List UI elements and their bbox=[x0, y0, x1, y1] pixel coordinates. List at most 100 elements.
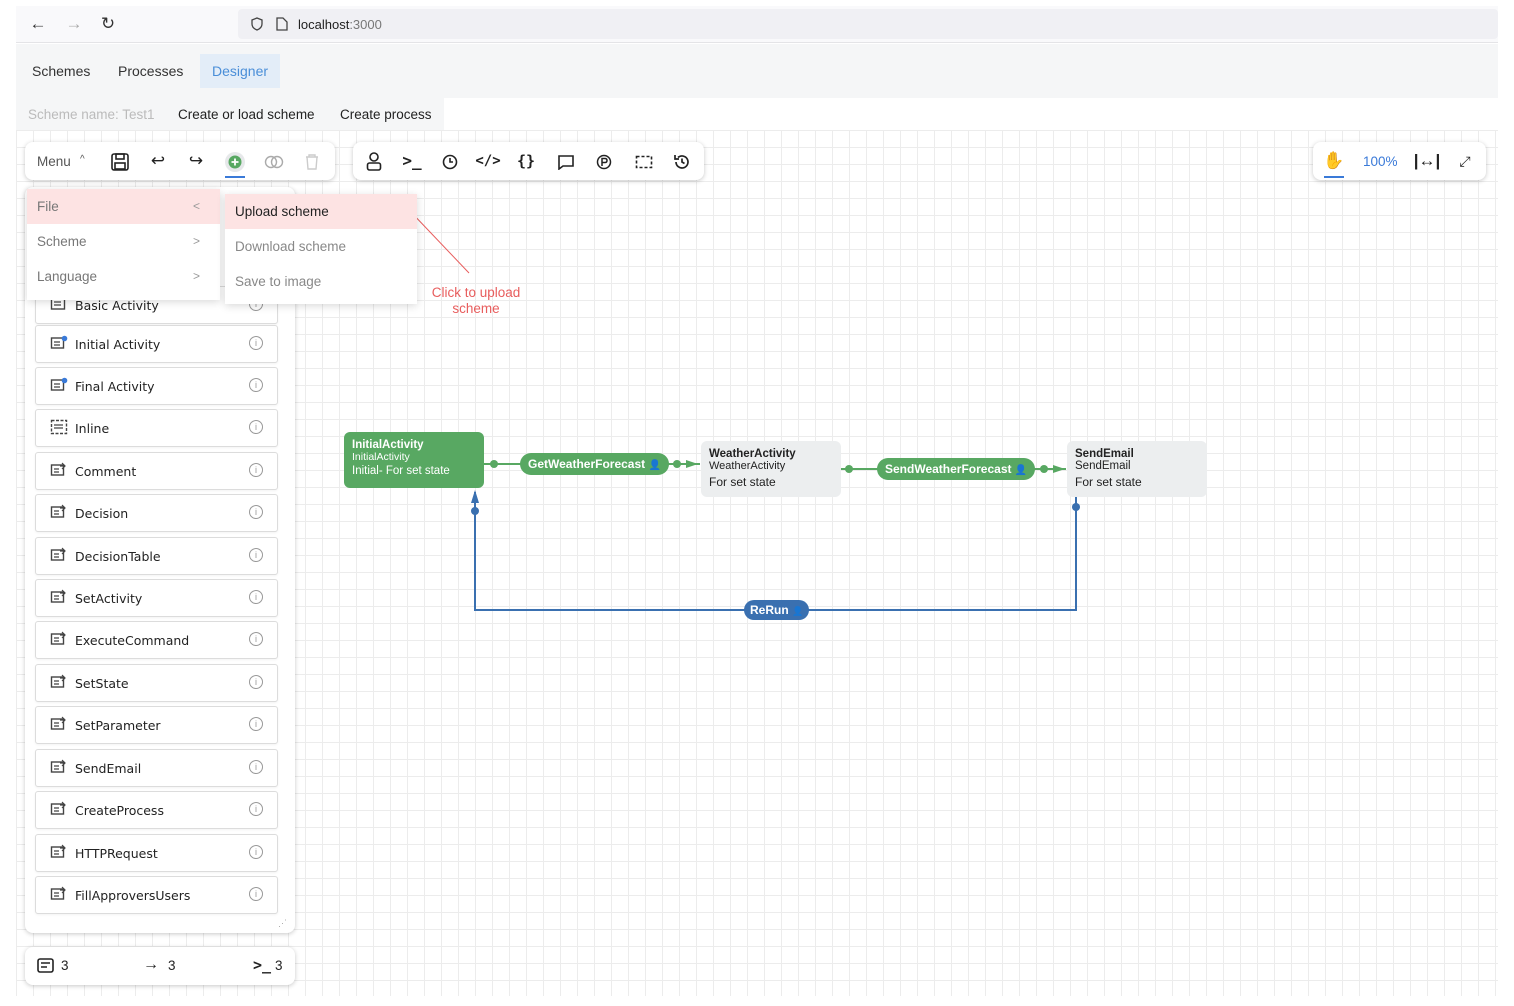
code-activity-icon bbox=[50, 844, 66, 858]
upload-scheme-item[interactable]: Upload scheme bbox=[225, 194, 417, 229]
info-icon[interactable]: i bbox=[249, 463, 263, 477]
activity-initial[interactable]: InitialActivity InitialActivity Initial-… bbox=[344, 432, 484, 488]
url-bar[interactable]: localhost:3000 bbox=[238, 9, 1498, 39]
save-icon[interactable] bbox=[105, 142, 135, 180]
connector-dot bbox=[1040, 465, 1048, 473]
undo-icon[interactable]: ↩ bbox=[150, 151, 166, 170]
activity-count-icon bbox=[37, 958, 54, 973]
history-icon[interactable] bbox=[667, 142, 697, 180]
menu-item-scheme[interactable]: Scheme> bbox=[27, 224, 220, 259]
info-icon[interactable]: i bbox=[249, 760, 263, 774]
chevron-up-icon: ^ bbox=[80, 154, 85, 165]
code-activity-icon bbox=[50, 759, 66, 773]
active-indicator bbox=[1324, 176, 1344, 178]
info-icon[interactable]: i bbox=[249, 845, 263, 859]
scheme-name-field[interactable]: Scheme name: Test1 bbox=[28, 107, 155, 122]
chevron-right-icon: > bbox=[192, 269, 200, 283]
zoom-level[interactable]: 100% bbox=[1363, 154, 1398, 169]
info-icon[interactable]: i bbox=[249, 420, 263, 434]
redo-icon[interactable]: ↪ bbox=[188, 151, 204, 170]
info-icon[interactable]: i bbox=[249, 336, 263, 350]
create-or-load-scheme-button[interactable]: Create or load scheme bbox=[178, 107, 315, 122]
activity-state: SendEmail bbox=[1075, 460, 1131, 472]
info-icon[interactable]: i bbox=[249, 505, 263, 519]
shield-icon bbox=[251, 17, 263, 31]
chevron-left-icon: < bbox=[192, 199, 200, 213]
forward-icon[interactable]: → bbox=[65, 14, 83, 33]
info-icon[interactable]: i bbox=[249, 548, 263, 562]
comment-icon[interactable] bbox=[551, 142, 581, 180]
back-icon[interactable]: ← bbox=[29, 14, 47, 33]
url-text: localhost:3000 bbox=[298, 17, 382, 32]
connector-dot bbox=[471, 507, 479, 515]
activity-sendemail[interactable]: SendEmail SendEmail For set state bbox=[1067, 441, 1207, 497]
info-icon[interactable]: i bbox=[249, 590, 263, 604]
toggle-icon[interactable] bbox=[259, 142, 289, 180]
menu-item-file[interactable]: File< bbox=[27, 189, 220, 224]
main-toolbar: Menu ^ ↩ ↪ bbox=[25, 142, 335, 180]
nav-tab-schemes[interactable]: Schemes bbox=[32, 63, 91, 79]
reload-icon[interactable]: ↻ bbox=[100, 14, 116, 33]
activity-name: WeatherActivity bbox=[709, 448, 796, 460]
app-nav: Schemes Processes Designer bbox=[16, 44, 1498, 98]
info-icon[interactable]: i bbox=[249, 717, 263, 731]
transition-label[interactable]: GetWeatherForecast 👤 bbox=[520, 453, 669, 475]
nav-tab-processes[interactable]: Processes bbox=[118, 63, 184, 79]
parameter-p-icon[interactable] bbox=[589, 142, 619, 180]
info-icon[interactable]: i bbox=[249, 887, 263, 901]
view-toolbar: ✋ 100% |↔| ⤢ bbox=[1313, 142, 1486, 180]
transition-label[interactable]: SendWeatherForecast 👤 bbox=[877, 458, 1036, 480]
fit-width-icon[interactable]: |↔| bbox=[1413, 151, 1441, 170]
code-actions-icon[interactable]: </> bbox=[475, 153, 501, 169]
create-process-button[interactable]: Create process bbox=[340, 107, 432, 122]
connector-dot bbox=[845, 465, 853, 473]
activity-note: For set state bbox=[1075, 475, 1142, 489]
parameters-icon[interactable]: {} bbox=[516, 152, 536, 170]
activity-note: For set state bbox=[709, 475, 776, 489]
scheme-bar: Scheme name: Test1 Create or load scheme… bbox=[16, 98, 444, 130]
download-scheme-item[interactable]: Download scheme bbox=[235, 239, 347, 254]
nav-tab-designer[interactable]: Designer bbox=[200, 54, 281, 88]
activity-count: 3 bbox=[61, 958, 69, 973]
info-icon[interactable]: i bbox=[249, 802, 263, 816]
pan-hand-icon[interactable]: ✋ bbox=[1323, 151, 1345, 170]
actor-icon[interactable] bbox=[359, 142, 389, 180]
save-to-image-item[interactable]: Save to image bbox=[235, 274, 322, 289]
activity-note: Initial- For set state bbox=[352, 465, 450, 477]
delete-icon[interactable] bbox=[297, 142, 327, 180]
command-count-icon: >_ bbox=[253, 956, 272, 974]
code-activity-icon bbox=[50, 547, 66, 561]
menu-item-language[interactable]: Language> bbox=[27, 259, 220, 294]
fullscreen-icon[interactable]: ⤢ bbox=[1459, 153, 1471, 169]
resize-handle[interactable]: ⋰ bbox=[278, 918, 287, 928]
add-icon[interactable] bbox=[220, 142, 250, 180]
transition-label[interactable]: ReRun 👤 bbox=[744, 600, 810, 620]
code-activity-icon bbox=[50, 886, 66, 900]
inline-icon bbox=[50, 419, 68, 435]
command-icon[interactable]: >_ bbox=[402, 151, 422, 170]
selection-area-icon[interactable] bbox=[629, 142, 659, 180]
info-icon[interactable]: i bbox=[249, 632, 263, 646]
elements-toolbar: >_ </> {} bbox=[353, 142, 704, 180]
info-icon[interactable]: i bbox=[249, 675, 263, 689]
timer-icon[interactable] bbox=[435, 142, 465, 180]
info-icon[interactable]: i bbox=[249, 378, 263, 392]
activity-weather[interactable]: WeatherActivity WeatherActivity For set … bbox=[701, 441, 841, 497]
code-activity-icon bbox=[50, 504, 66, 518]
menu-button[interactable]: Menu bbox=[37, 154, 71, 169]
connector-arrow bbox=[471, 490, 479, 503]
